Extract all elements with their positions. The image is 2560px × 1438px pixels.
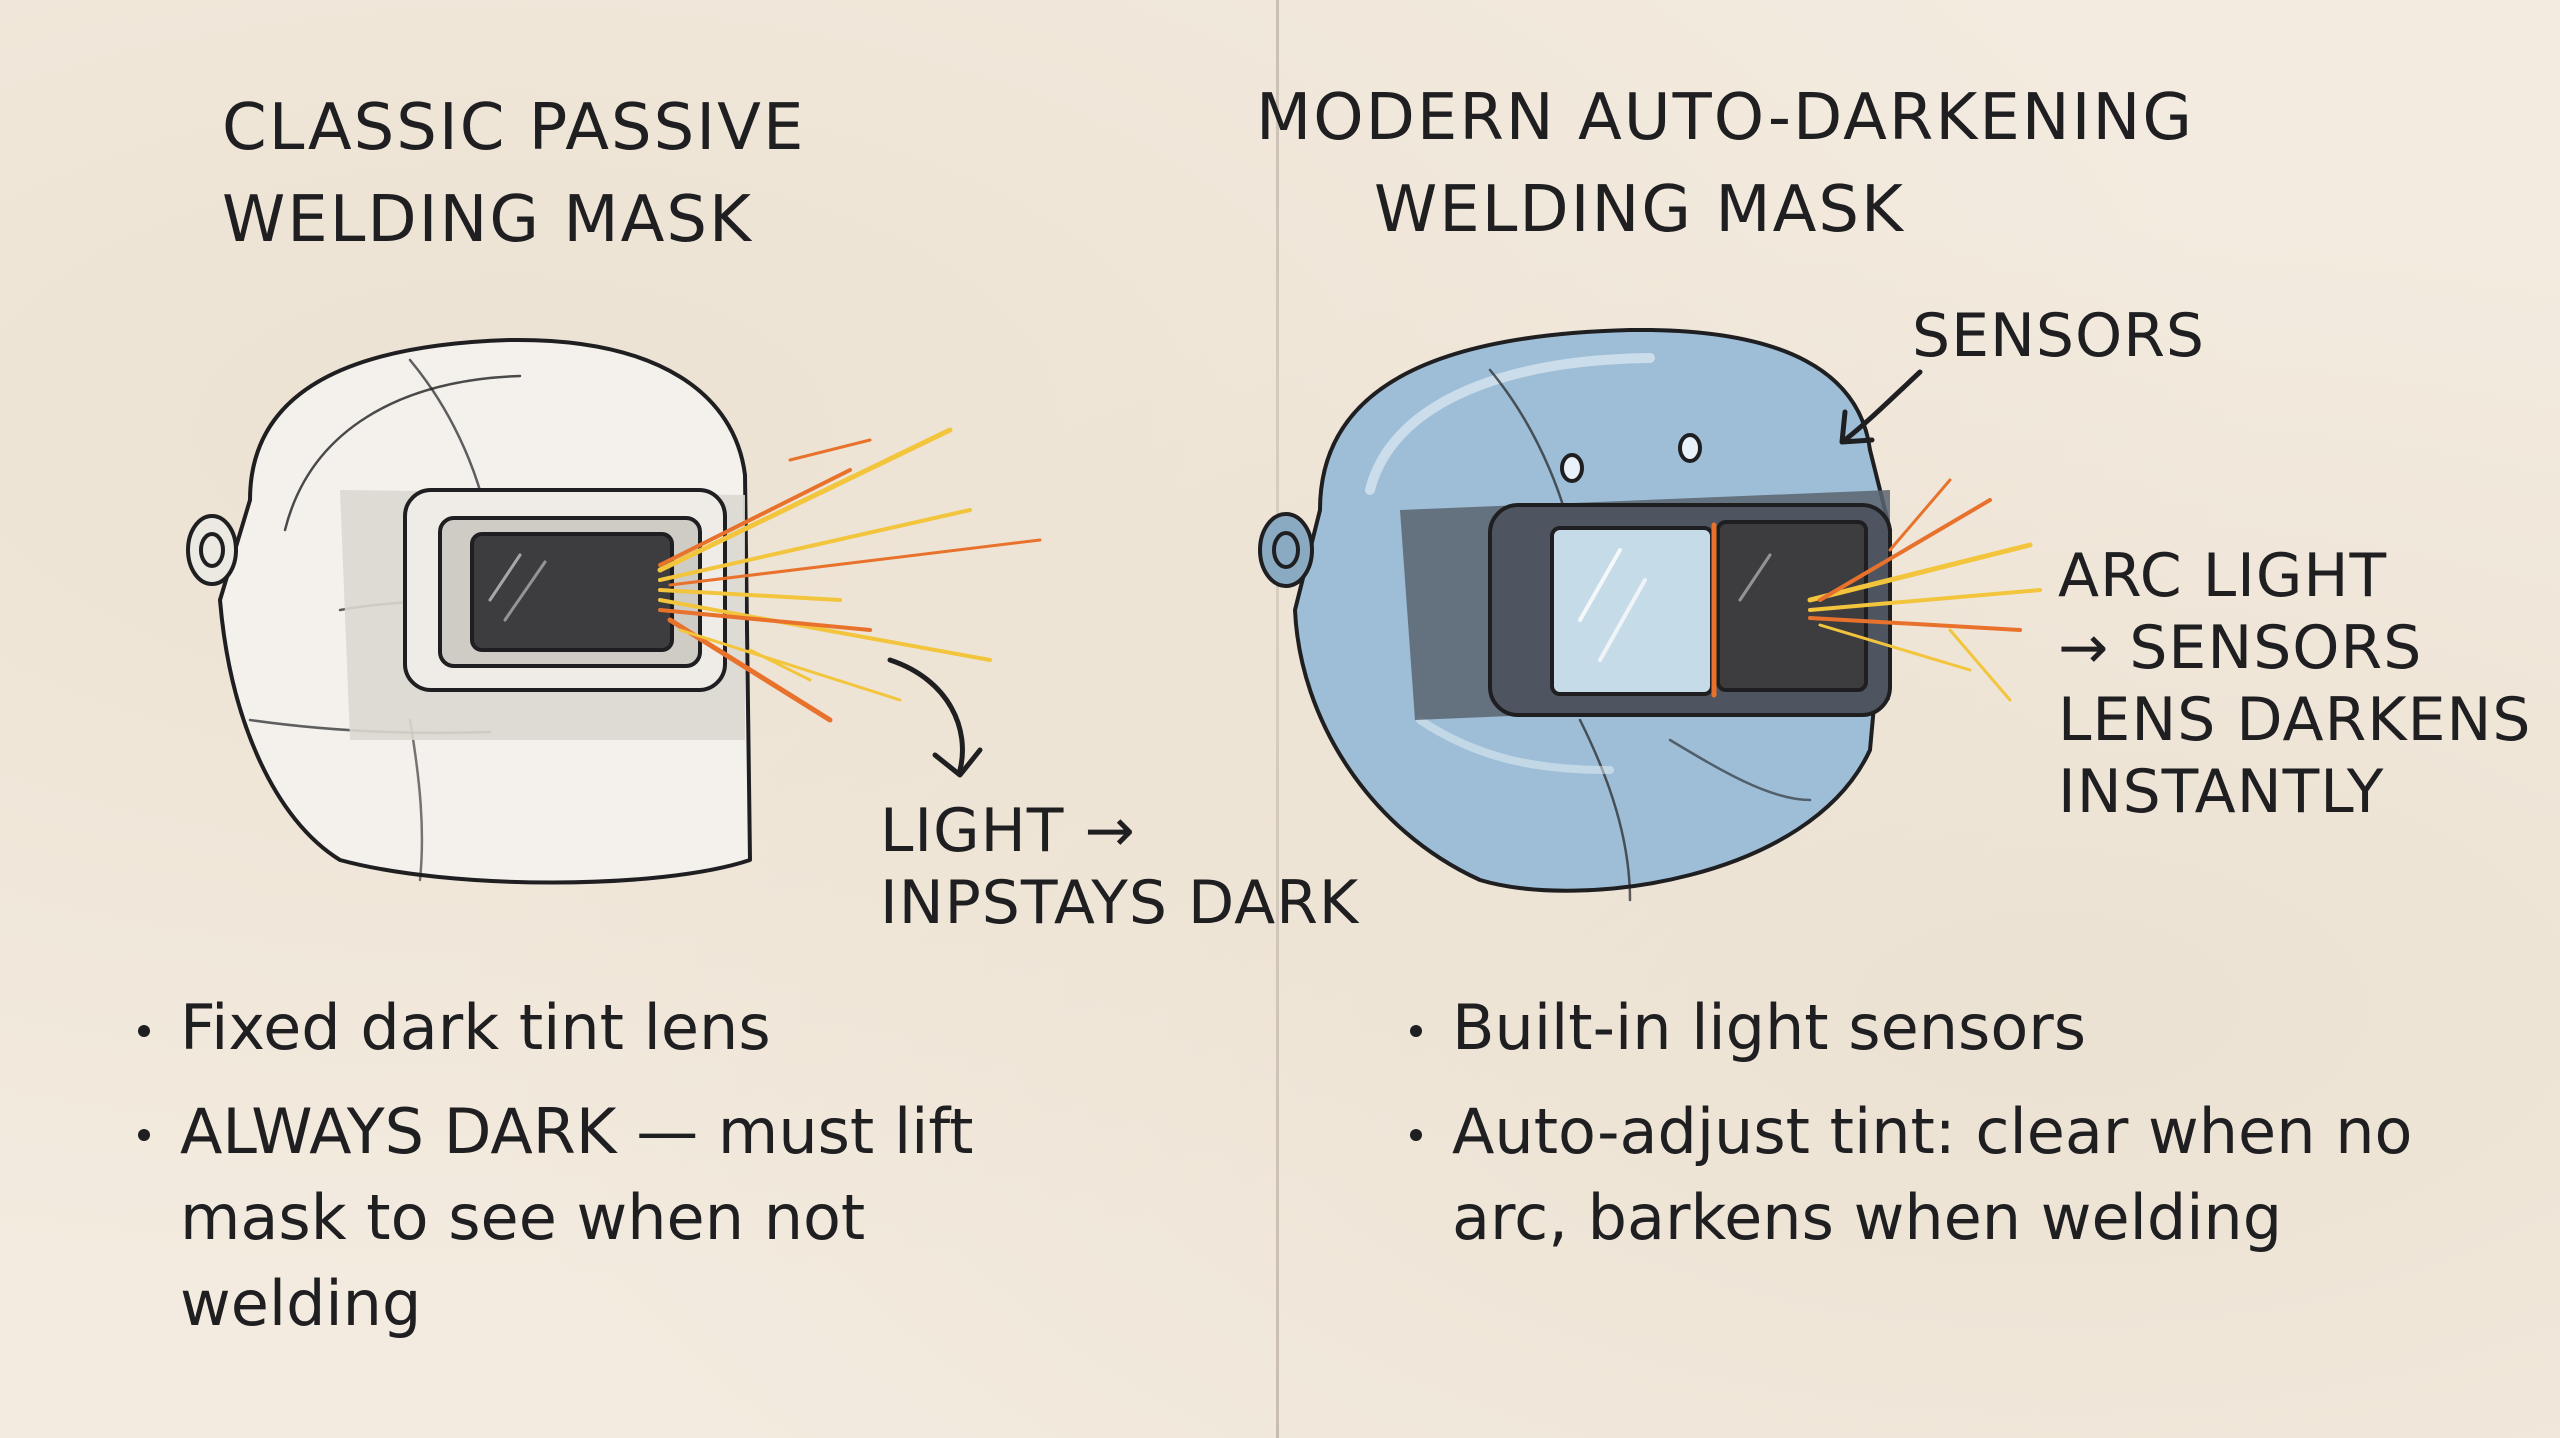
arc-callout-line-1: ARC LIGHT: [2058, 541, 2388, 611]
right-feature-list: Built-in light sensors Auto-adjust tint:…: [1404, 985, 2504, 1279]
sensors-label: SENSORS: [1912, 301, 2205, 371]
left-light-callout: LIGHT → INPSTAYS DARK: [880, 795, 1359, 939]
passive-helmet-icon: [186, 337, 1042, 885]
left-panel-title: CLASSIC PASSIVE WELDING MASK: [222, 82, 805, 266]
right-feature-item-2: Auto-adjust tint: clear when no arc, bar…: [1404, 1089, 2504, 1261]
arc-callout-line-3: LENS DARKENS: [2058, 685, 2532, 755]
arc-light-callout: ARC LIGHT → SENSORS LENS DARKENS INSTANT…: [2058, 540, 2531, 828]
left-title-line-2: WELDING MASK: [222, 183, 753, 257]
panel-divider: [1276, 0, 1279, 1438]
left-feature-item-1: Fixed dark tint lens: [132, 985, 1092, 1071]
arc-callout-line-4: INSTANTLY: [2058, 757, 2385, 827]
left-feature-item-2: ALWAYS DARK — must lift mask to see when…: [132, 1089, 1092, 1347]
arc-callout-line-2: → SENSORS: [2058, 613, 2423, 683]
left-title-line-1: CLASSIC PASSIVE: [222, 91, 806, 165]
left-callout-line-2: INPSTAYS DARK: [880, 868, 1360, 938]
right-title-line-2: WELDING MASK: [1374, 173, 1905, 247]
right-feature-item-1: Built-in light sensors: [1404, 985, 2504, 1071]
left-callout-line-1: LIGHT →: [880, 796, 1136, 866]
left-feature-list: Fixed dark tint lens ALWAYS DARK — must …: [132, 985, 1092, 1365]
right-title-line-1: MODERN AUTO-DARKENING: [1256, 81, 2194, 155]
auto-darkening-helmet-icon: [1258, 327, 2042, 902]
right-panel-title: MODERN AUTO-DARKENING WELDING MASK: [1256, 72, 2194, 256]
